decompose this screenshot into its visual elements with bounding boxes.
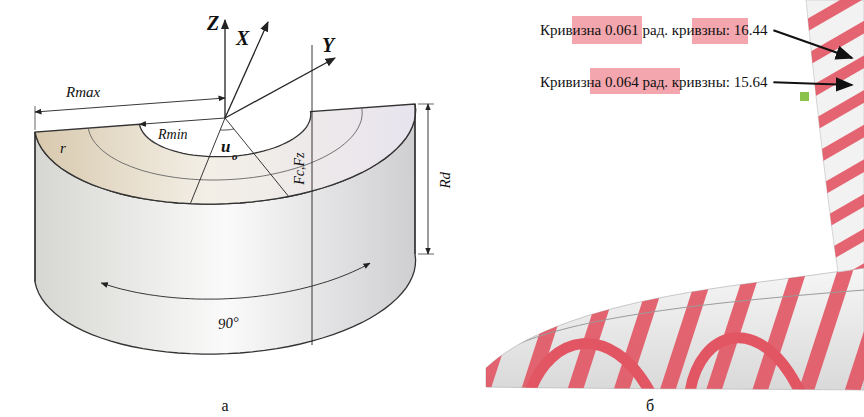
callout-arrow [773,30,852,58]
angle-line [190,118,288,204]
dimension-line [35,98,225,112]
extension-line [35,106,36,130]
force-label: Fc,Fz [292,152,307,184]
axis-y [225,58,335,118]
extension-line [418,104,434,105]
dimension-label: Rd [437,171,454,188]
curvature-callout: Кривизна 0.061 рад. кривзны: 16.44 [540,22,767,39]
construction-lines [35,20,434,345]
edge-line [34,132,35,282]
angle-dimension [101,263,370,299]
dimension-line [428,104,429,254]
axis-z [224,20,225,118]
angle-subscript: o [232,150,238,162]
axis-label: X [236,27,249,49]
edge-line [500,290,864,352]
panel-label: б [646,397,654,415]
edge-line [414,104,415,254]
curvature-stripes [806,0,864,272]
ring-upper [806,0,864,272]
dimension-label: Rmin [158,127,188,142]
curvature-callout: Кривизна 0.064 рад. кривзны: 15.64 [540,74,767,91]
ring-solid [35,104,416,354]
dimension-label: r [60,140,66,157]
dimension-label: Rmax [66,84,100,101]
top-face [35,104,416,204]
dimension-line [140,118,226,124]
axis-label: Y [322,34,334,56]
force-line [312,45,313,345]
callout-arrow [773,82,852,85]
axis-x [225,22,268,118]
extension-line [418,254,434,255]
probe-marker [800,92,809,101]
rendered-ring [480,0,864,400]
angle-label: u [221,138,230,157]
curvature-band [530,343,650,392]
angle-arc [220,129,234,130]
curvature-stripes [480,260,864,400]
panel-label: а [222,397,229,415]
outer-wall [35,104,416,354]
angle-label: 90° [217,313,240,332]
axis-label: Z [207,12,219,34]
curvature-band [690,338,800,392]
